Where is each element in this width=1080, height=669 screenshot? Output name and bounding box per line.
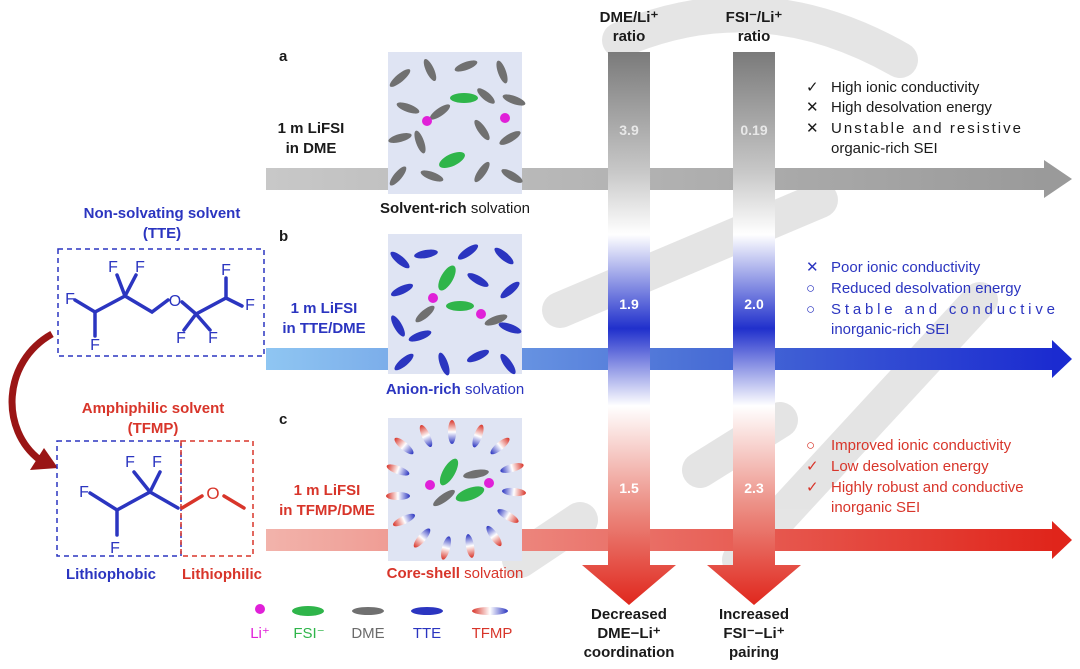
electrolyte-c-line2: in TFMP/DME — [279, 502, 375, 519]
solvation-caption-a: Solvent-rich solvation — [380, 200, 530, 217]
fsi-ratio-b: 2.0 — [744, 296, 764, 312]
property-mark: ✓ — [806, 458, 819, 475]
solvation-box-c — [386, 418, 526, 561]
amphi-title: Amphiphilic solvent — [82, 400, 225, 417]
nonsolv-subtitle: (TTE) — [143, 225, 181, 242]
fsi-footer-line2: FSI⁻−Li⁺ — [723, 625, 784, 642]
column-arrow-fsi — [707, 52, 801, 605]
property-mark: ○ — [806, 301, 815, 318]
property-text: High ionic conductivity — [831, 79, 980, 96]
electrolyte-a-line1: 1 m LiFSI — [278, 120, 345, 137]
column-arrow-dme — [582, 52, 676, 605]
dme-footer-line1: Decreased — [591, 606, 667, 623]
fsi-ratio-a: 0.19 — [740, 122, 767, 138]
lithiophobic-label: Lithiophobic — [66, 566, 156, 583]
dme-header-line2: ratio — [613, 28, 646, 45]
nonsolv-title: Non-solvating solvent — [84, 205, 241, 222]
legend-li-swatch — [255, 604, 265, 614]
atom-f: F — [208, 330, 218, 347]
legend-tfmp-label: TFMP — [472, 625, 513, 642]
electrolyte-a-line2: in DME — [286, 140, 337, 157]
legend-tte-swatch — [411, 607, 443, 615]
atom-f: F — [110, 540, 120, 557]
atom-f: F — [176, 330, 186, 347]
property-mark: ✕ — [806, 99, 819, 116]
property-mark: ○ — [806, 437, 815, 454]
lithiophilic-label: Lithiophilic — [182, 566, 262, 583]
property-text: inorganic SEI — [831, 499, 920, 516]
solvation-box-b — [388, 234, 522, 376]
property-mark: ○ — [806, 280, 815, 297]
atom-f: F — [221, 262, 231, 279]
properties-b: ✕ Poor ionic conductivity ○ Reduced deso… — [806, 259, 1055, 338]
dme-footer-line3: coordination — [584, 644, 675, 661]
legend-fsi-label: FSI⁻ — [293, 625, 324, 642]
dme-ratio-c: 1.5 — [619, 480, 639, 496]
fsi-ratio-c: 2.3 — [744, 480, 764, 496]
row-letter-a: a — [279, 48, 288, 65]
fsi-footer-line1: Increased — [719, 606, 789, 623]
arrow-row-c — [266, 521, 1072, 559]
tfmp-molecule: F F F F O — [56, 440, 254, 557]
properties-c: ○ Improved ionic conductivity ✓ Low deso… — [806, 437, 1024, 516]
atom-o: O — [206, 484, 219, 503]
atom-f: F — [65, 291, 75, 308]
property-mark: ✕ — [806, 259, 819, 276]
dme-header-line1: DME/Li⁺ — [600, 9, 659, 26]
properties-a: ✓ High ionic conductivity ✕ High desolva… — [806, 79, 1021, 157]
atom-f: F — [245, 297, 255, 314]
property-text: Poor ionic conductivity — [831, 259, 981, 276]
property-text: Highly robust and conductive — [831, 479, 1024, 496]
legend-dme-label: DME — [351, 625, 384, 642]
fsi-header-line1: FSI⁻/Li⁺ — [726, 9, 783, 26]
legend-tte-label: TTE — [413, 625, 441, 642]
amphi-subtitle: (TFMP) — [128, 420, 179, 437]
fsi-header-line2: ratio — [738, 28, 771, 45]
row-letter-b: b — [279, 228, 288, 245]
electrolyte-b-line1: 1 m LiFSI — [291, 300, 358, 317]
transition-arrow — [8, 330, 58, 470]
solvation-caption-c: Core-shell solvation — [387, 565, 524, 582]
electrolyte-b-line2: in TTE/DME — [282, 320, 365, 337]
property-mark: ✓ — [806, 79, 819, 96]
property-text: Stable and conductive — [831, 301, 1055, 318]
atom-f: F — [79, 484, 89, 501]
electrolyte-c-line1: 1 m LiFSI — [294, 482, 361, 499]
property-text: Reduced desolvation energy — [831, 280, 1022, 297]
fsi-footer-line3: pairing — [729, 644, 779, 661]
property-mark: ✕ — [806, 120, 819, 137]
tte-molecule: F F F F O F F F F — [57, 248, 265, 357]
watermark — [502, 0, 998, 578]
property-text: inorganic-rich SEI — [831, 321, 949, 338]
legend-fsi-swatch — [292, 606, 324, 616]
legend-dme-swatch — [352, 607, 384, 615]
atom-f: F — [125, 454, 135, 471]
dme-ratio-b: 1.9 — [619, 296, 639, 312]
atom-o: O — [169, 293, 181, 310]
atom-f: F — [90, 337, 100, 354]
solvation-box-a — [388, 52, 526, 194]
property-mark: ✓ — [806, 479, 819, 496]
legend-li-label: Li⁺ — [250, 625, 270, 642]
dme-ratio-a: 3.9 — [619, 122, 639, 138]
legend-tfmp-swatch — [472, 607, 508, 615]
property-text: Unstable and resistive — [831, 120, 1021, 137]
row-letter-c: c — [279, 411, 287, 428]
atom-f: F — [135, 259, 145, 276]
property-text: High desolvation energy — [831, 99, 992, 116]
arrow-row-a — [266, 160, 1072, 198]
atom-f: F — [152, 454, 162, 471]
property-text: Low desolvation energy — [831, 458, 989, 475]
dme-footer-line2: DME−Li⁺ — [597, 625, 660, 642]
property-text: Improved ionic conductivity — [831, 437, 1012, 454]
solvation-caption-b: Anion-rich solvation — [386, 381, 524, 398]
property-text: organic-rich SEI — [831, 140, 938, 157]
atom-f: F — [108, 259, 118, 276]
legend: Li⁺ FSI⁻ DME TTE TFMP — [250, 604, 512, 642]
